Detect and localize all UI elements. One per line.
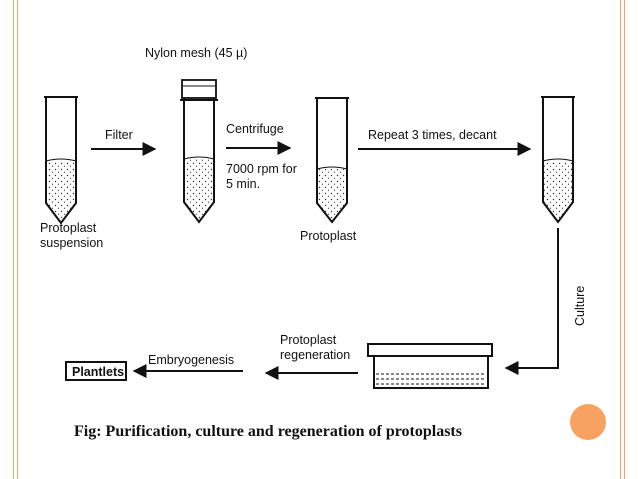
protoplast-label: Protoplast bbox=[300, 229, 357, 243]
left-border-line-outer bbox=[13, 0, 14, 479]
suspension-label-line1: Protoplast bbox=[40, 221, 97, 235]
plantlets-label: Plantlets bbox=[72, 365, 124, 379]
left-border-line-inner bbox=[17, 0, 18, 479]
figure-caption: Fig: Purification, culture and regenerat… bbox=[74, 423, 462, 440]
culture-arrow bbox=[504, 228, 559, 375]
filter-label: Filter bbox=[105, 128, 133, 142]
regeneration-label-line1: Protoplast bbox=[280, 333, 337, 347]
regeneration-label-line2: regeneration bbox=[280, 348, 350, 362]
orange-circle-decoration bbox=[570, 404, 606, 440]
tube-suspension bbox=[44, 96, 78, 225]
nylon-mesh-label: Nylon mesh (45 µ) bbox=[145, 46, 247, 60]
repeat-label: Repeat 3 times, decant bbox=[368, 128, 497, 142]
suspension-label-line2: suspension bbox=[40, 236, 103, 250]
rpm-label-line2: 5 min. bbox=[226, 177, 260, 191]
tube-mesh bbox=[180, 79, 218, 224]
culture-label: Culture bbox=[573, 286, 587, 326]
right-border-line-inner bbox=[620, 0, 621, 479]
tube-washed bbox=[541, 96, 575, 224]
right-border-line-outer bbox=[624, 0, 625, 479]
embryogenesis-label: Embryogenesis bbox=[148, 353, 234, 367]
tube-protoplast bbox=[315, 97, 349, 224]
centrifuge-label: Centrifuge bbox=[226, 122, 284, 136]
rpm-label-line1: 7000 rpm for bbox=[226, 162, 297, 176]
plantlets-box bbox=[65, 361, 127, 381]
petri-dish bbox=[367, 343, 493, 389]
